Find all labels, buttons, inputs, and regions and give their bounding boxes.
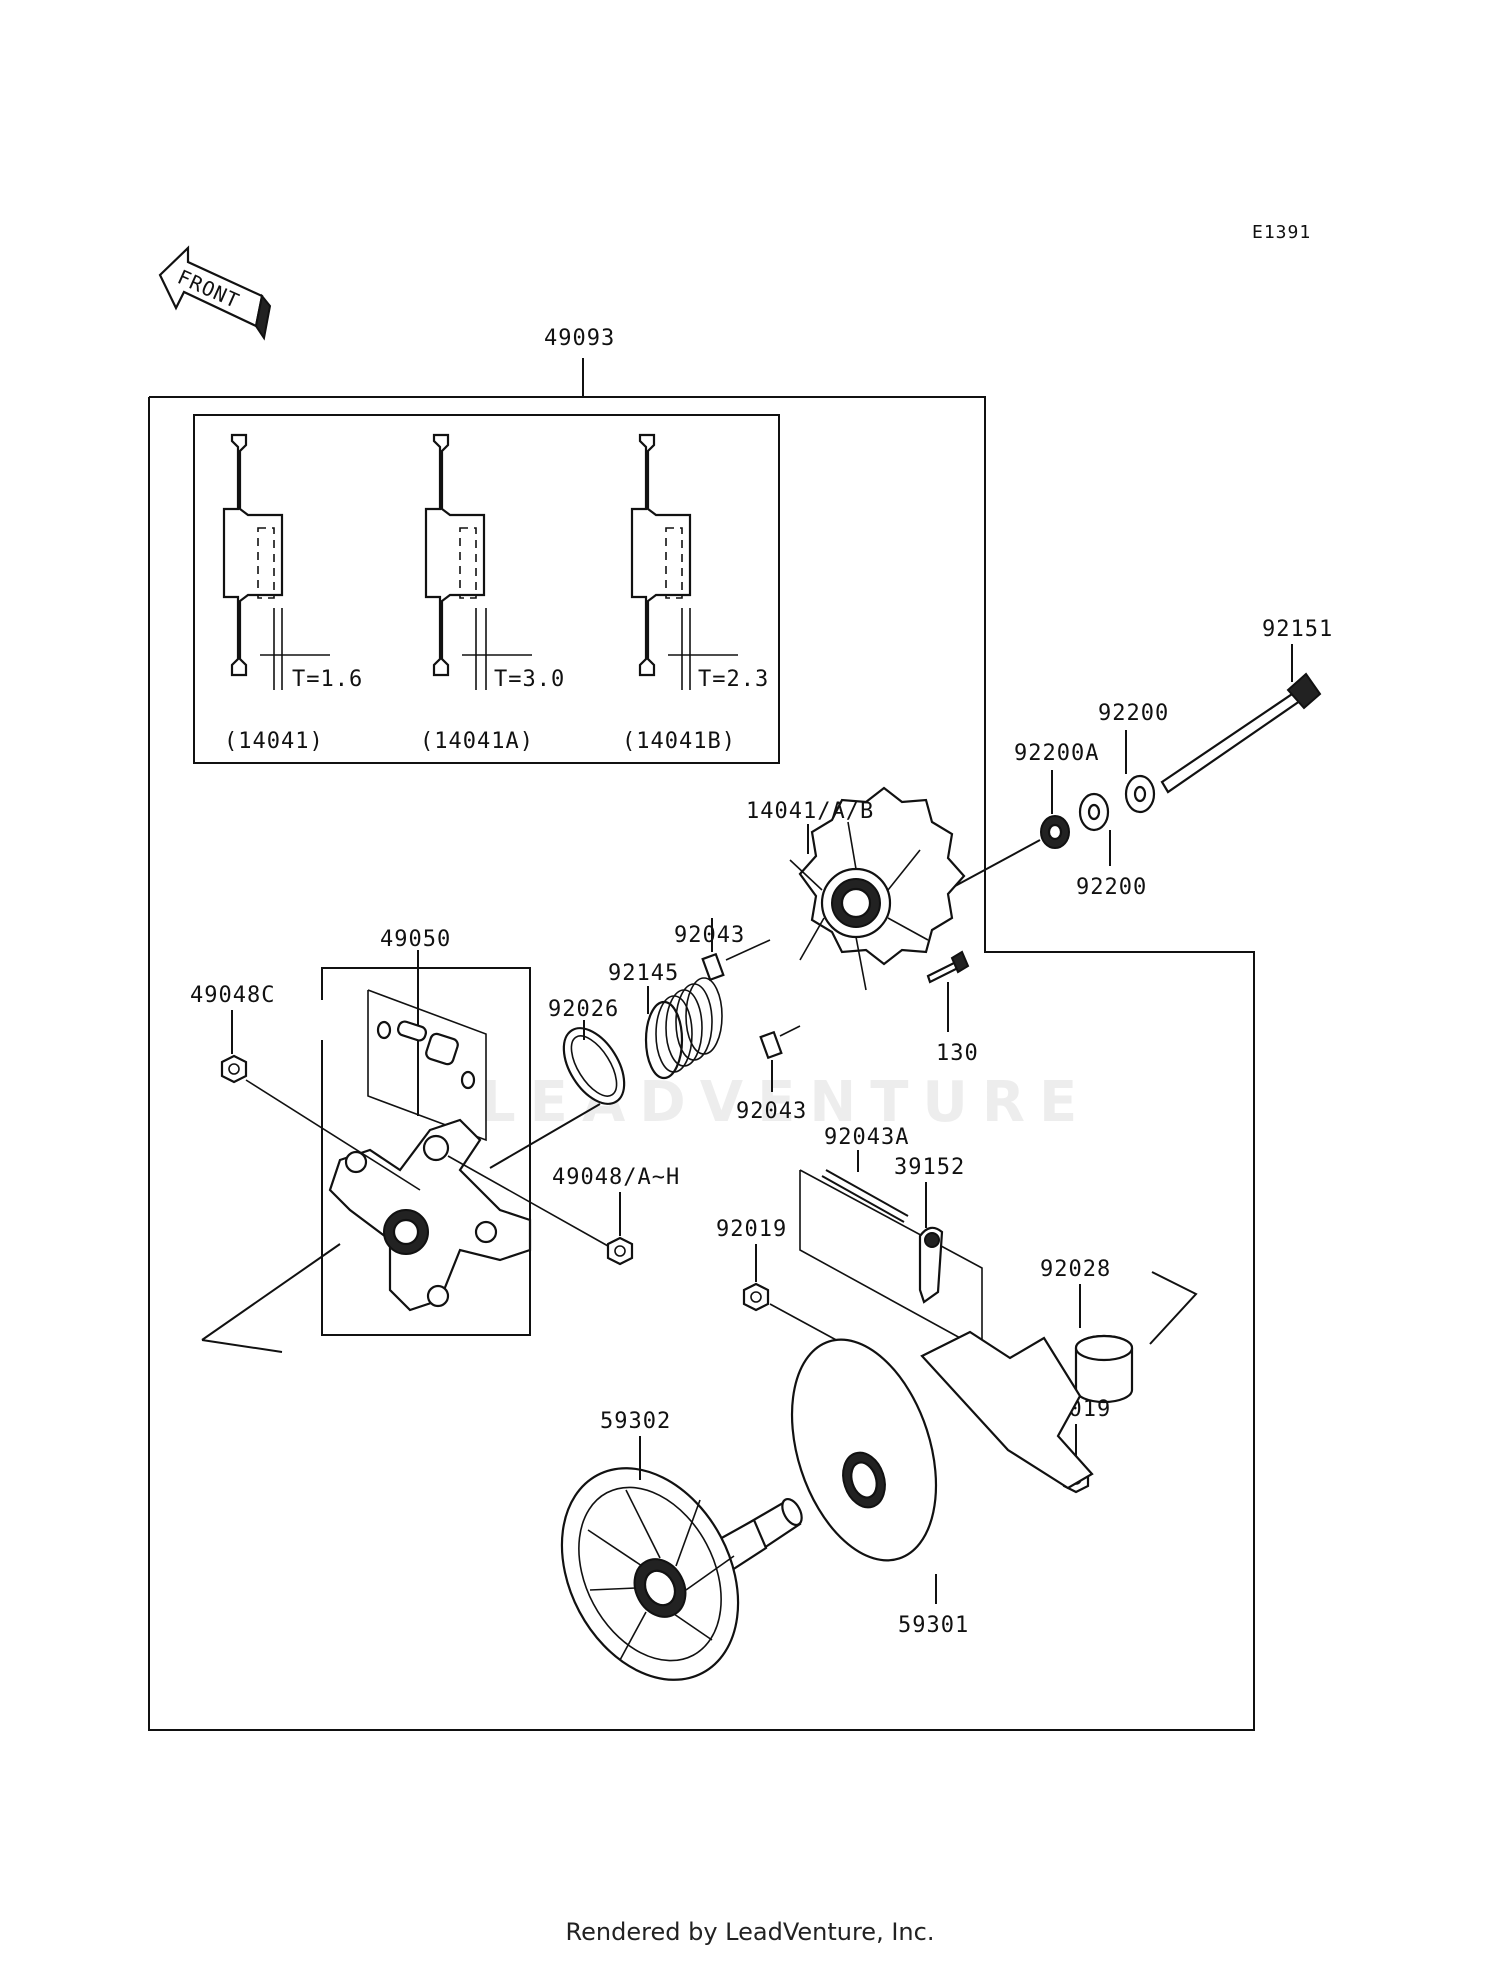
- sheave-59302: 59302: [560, 1409, 803, 1681]
- label-92200A: 92200A: [1014, 741, 1099, 766]
- ring-92026: 92026: [548, 997, 626, 1105]
- label-49050: 49050: [380, 927, 451, 952]
- sheave-59301: 59301: [790, 1330, 1094, 1638]
- label-92151: 92151: [1262, 617, 1333, 642]
- diagram-code: E1391: [1252, 222, 1311, 243]
- label-92145: 92145: [608, 961, 679, 986]
- spring-92145: 92145: [608, 961, 723, 1080]
- footer-credit: Rendered by LeadVenture, Inc.: [565, 1918, 935, 1946]
- label-49093: 49093: [544, 326, 615, 351]
- bolt-92151: 92151: [1160, 617, 1333, 794]
- pin-92043-bottom: 92043: [736, 1025, 807, 1124]
- shim-thickness-3: T=2.3: [698, 667, 769, 692]
- shim-thickness-1: T=1.6: [292, 667, 363, 692]
- bushing-92200A: 92200A: [1014, 741, 1099, 849]
- shim-variant-14041A: T=3.0 (14041A): [420, 433, 565, 754]
- label-92019-left: 92019: [716, 1217, 787, 1242]
- shim-variant-14041: T=1.6 (14041): [222, 433, 363, 754]
- nut-49048AH: 49048/A~H: [447, 1155, 680, 1266]
- front-arrow-icon: FRONT: [158, 245, 272, 341]
- label-130: 130: [936, 1041, 979, 1066]
- shim-inset: T=1.6 (14041) T=3.0 (14041A) T=2.3 (1404…: [193, 414, 780, 764]
- label-39152: 39152: [894, 1155, 965, 1180]
- shim-variant-14041B: T=2.3 (14041B): [622, 433, 769, 754]
- label-92043A: 92043A: [824, 1125, 909, 1150]
- nut-92019-left: 92019: [716, 1217, 863, 1355]
- label-92200-top: 92200: [1098, 701, 1169, 726]
- label-92026: 92026: [548, 997, 619, 1022]
- label-14041AB: 14041/A/B: [746, 799, 874, 824]
- label-59302: 59302: [600, 1409, 671, 1434]
- label-92043-top: 92043: [674, 923, 745, 948]
- shim-code-3: (14041B): [622, 729, 736, 754]
- label-59301: 59301: [898, 1613, 969, 1638]
- assembly-frame: 49093: [148, 326, 1255, 1731]
- washer-92200-bottom: 92200: [1076, 792, 1147, 900]
- leader-weight-axis: [489, 1103, 601, 1169]
- shim-code-1: (14041): [224, 729, 324, 754]
- label-92043-bottom: 92043: [736, 1099, 807, 1124]
- label-49048AH: 49048/A~H: [552, 1165, 680, 1190]
- shim-code-2: (14041A): [420, 729, 534, 754]
- label-49048C: 49048C: [190, 983, 275, 1008]
- label-92028: 92028: [1040, 1257, 1111, 1282]
- pin-92043-top: 92043: [674, 918, 771, 982]
- bolt-130: 130: [926, 950, 979, 1066]
- spider-14041AB: 14041/A/B: [746, 786, 966, 991]
- washer-92200-top: 92200: [1098, 701, 1169, 814]
- roller-arm-39152: 39152: [894, 1155, 965, 1304]
- shim-thickness-2: T=3.0: [494, 667, 565, 692]
- nut-49048C: 49048C: [190, 983, 421, 1191]
- weight-assembly-49050: 49050: [201, 927, 532, 1353]
- label-92200-bottom: 92200: [1076, 875, 1147, 900]
